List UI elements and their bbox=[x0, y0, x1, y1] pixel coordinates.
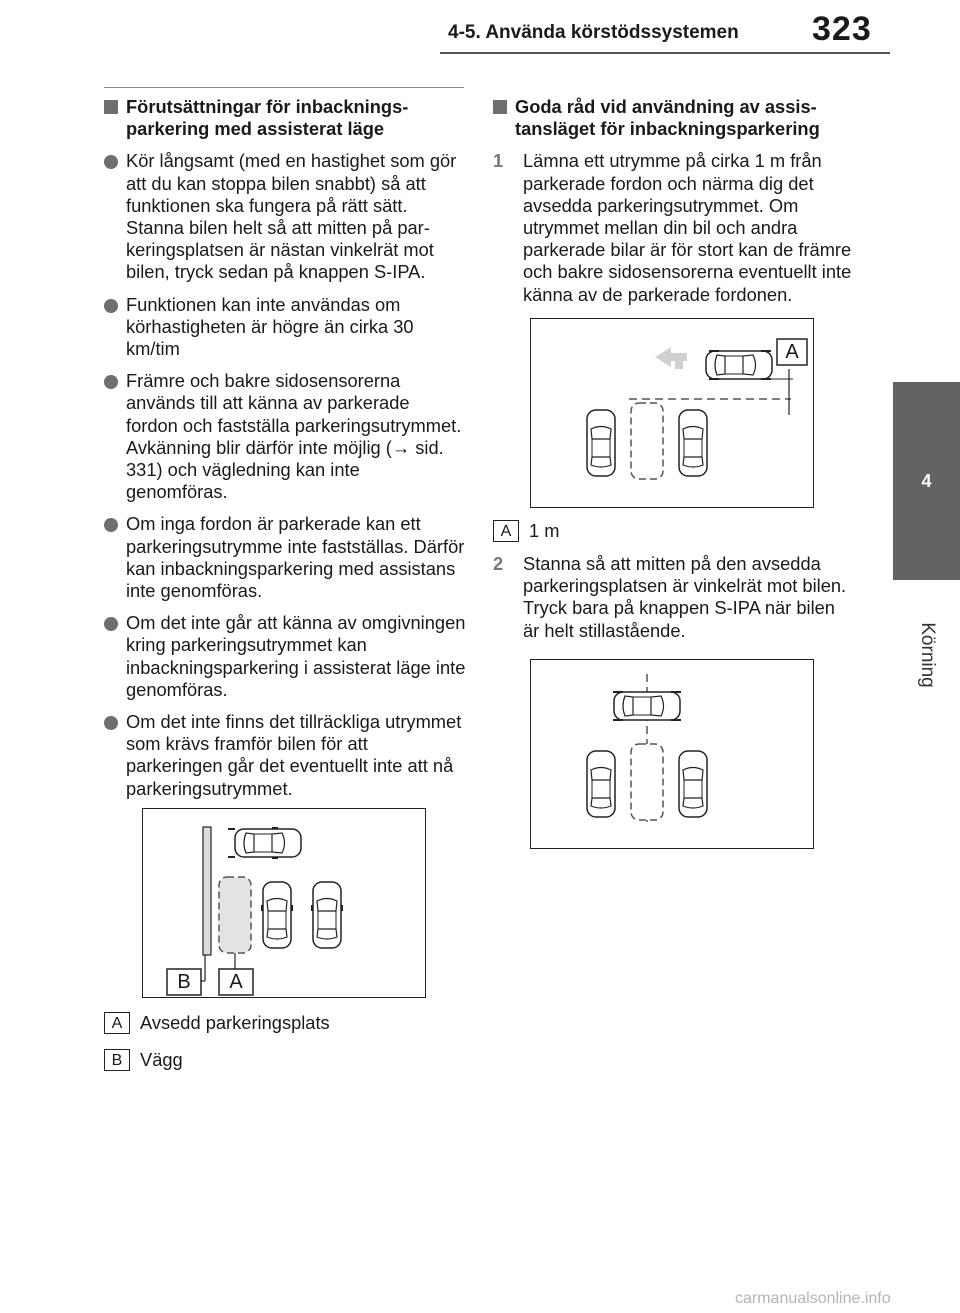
circle-bullet-icon bbox=[104, 617, 118, 632]
right-heading: Goda råd vid användning av assis­tansläg… bbox=[493, 96, 853, 140]
circle-bullet-icon bbox=[104, 155, 118, 170]
chapter-title: Körning bbox=[916, 622, 938, 688]
legend-letter: B bbox=[104, 1049, 130, 1072]
step-number: 2 bbox=[493, 553, 504, 574]
figure-label-a: A bbox=[229, 971, 243, 993]
direction-arrow bbox=[655, 347, 687, 367]
bullet-item: Funktionen kan inte användas om körhasti… bbox=[104, 294, 466, 361]
bullet-item: Kör långsamt (med en hastighet som gör a… bbox=[104, 150, 466, 283]
figure-parking-space-wall: B A bbox=[142, 808, 426, 998]
left-column-divider bbox=[104, 87, 464, 88]
circle-bullet-icon bbox=[104, 375, 118, 390]
target-space bbox=[218, 876, 252, 954]
bullet-item: Främre och bakre sidosensorerna används … bbox=[104, 370, 466, 503]
wall bbox=[202, 826, 212, 956]
chapter-number: 4 bbox=[921, 471, 932, 491]
chapter-title-vertical: Körning bbox=[893, 580, 960, 730]
left-heading: Förutsättningar för inbacknings­parkerin… bbox=[104, 96, 466, 140]
figure-label-b: B bbox=[177, 971, 191, 993]
figure-stop-perpendicular bbox=[530, 659, 814, 849]
circle-bullet-icon bbox=[104, 716, 118, 731]
bullet-item: Om inga fordon är parkerade kan ett park… bbox=[104, 513, 466, 602]
bullet-item: Om det inte finns det tillräckliga utrym… bbox=[104, 711, 466, 800]
figure-approach-distance: A bbox=[530, 318, 814, 508]
bullet-item: Om det inte går att känna av omgiv­ninge… bbox=[104, 612, 466, 701]
legend-letter: A bbox=[104, 1012, 130, 1035]
right-column: Goda råd vid användning av assis­tansläg… bbox=[493, 96, 853, 316]
section-title: 4-5. Använda körstödssystemen bbox=[448, 22, 739, 43]
left-column: Förutsättningar för inbacknings­parkerin… bbox=[104, 96, 466, 810]
page-number: 323 bbox=[812, 10, 872, 48]
figure-label-a: A bbox=[785, 341, 799, 363]
legend-letter: A bbox=[493, 520, 519, 543]
step-number: 1 bbox=[493, 150, 504, 172]
circle-bullet-icon bbox=[104, 518, 118, 533]
chapter-tab: 4 bbox=[893, 382, 960, 580]
square-bullet-icon bbox=[493, 100, 507, 114]
header-divider bbox=[440, 52, 890, 54]
circle-bullet-icon bbox=[104, 298, 118, 313]
square-bullet-icon bbox=[104, 100, 118, 114]
watermark: carmanualsonline.info bbox=[735, 1290, 891, 1307]
